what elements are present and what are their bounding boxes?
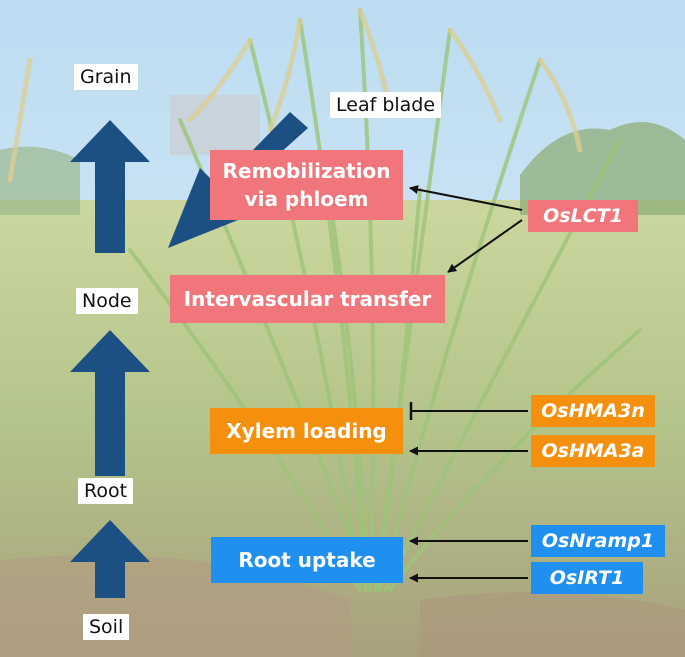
gene-oshma3a: OsHMA3a <box>531 435 655 467</box>
flow-arrow-node-to-grain <box>70 120 150 253</box>
flow-arrow-soil-to-root <box>70 520 150 598</box>
oslct1-to-remobilization-arrow <box>409 185 523 211</box>
label-root: Root <box>78 478 134 504</box>
oslct1-to-intervascular-arrow <box>447 219 523 273</box>
process-root-uptake: Root uptake <box>211 537 403 583</box>
process-xylem-loading: Xylem loading <box>210 408 403 454</box>
label-node: Node <box>76 288 138 314</box>
gene-oslct1: OsLCT1 <box>528 200 638 232</box>
label-grain: Grain <box>74 64 138 90</box>
process-remobilization-via-phloem: Remobilization via phloem <box>210 150 403 220</box>
flow-arrow-root-to-node <box>70 330 150 476</box>
process-intervascular-transfer: Intervascular transfer <box>170 275 445 323</box>
gene-osirt1: OsIRT1 <box>531 562 643 594</box>
label-leaf-blade: Leaf blade <box>330 92 442 118</box>
gene-oshma3n: OsHMA3n <box>531 395 655 427</box>
gene-osnramp1: OsNramp1 <box>531 525 665 557</box>
label-soil: Soil <box>83 614 130 640</box>
